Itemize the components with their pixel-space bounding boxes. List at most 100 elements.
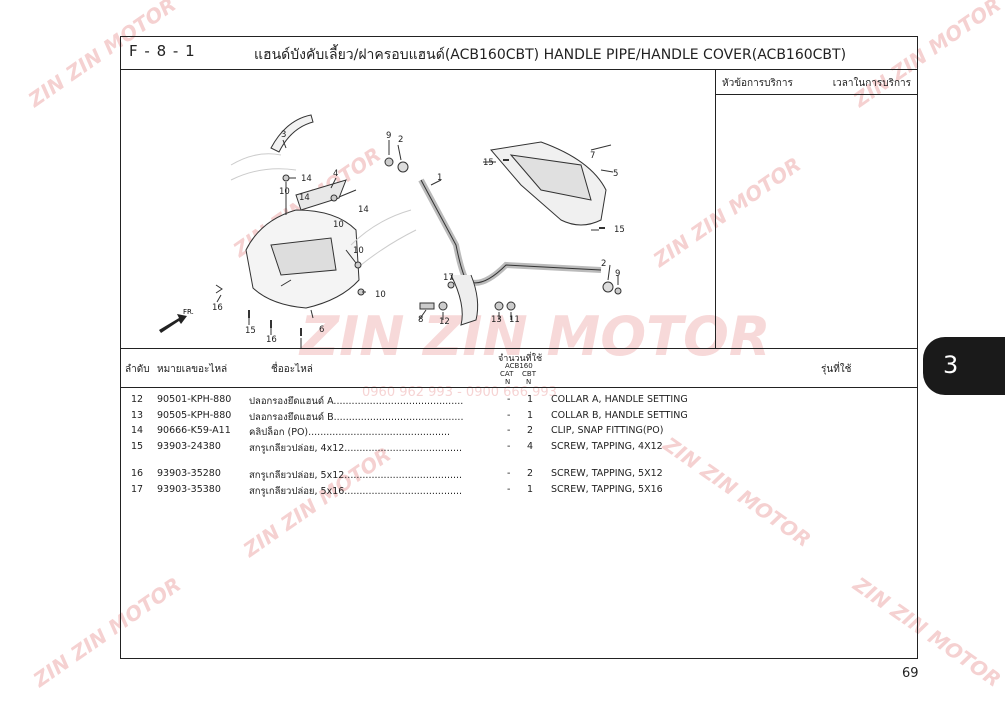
part-name-th: สกรูเกลียวปล่อย, 5x12...................… (249, 470, 463, 481)
part-qty-cat: - (507, 409, 511, 421)
front-direction-arrow (159, 314, 187, 333)
part-qty-cbt: 1 (527, 409, 534, 421)
callout-6: 6 (319, 325, 324, 335)
part-number: 90666-K59-A11 (157, 425, 231, 436)
callout-14b: 14 (358, 205, 369, 215)
callout-9-right: 9 (615, 269, 620, 279)
page-title: แฮนด์บังคับเลี้ยว/ฝาครอบแฮนด์(ACB160CBT)… (254, 47, 847, 63)
part-16-shape (215, 284, 223, 294)
part-number: 90505-KPH-880 (157, 409, 232, 421)
part-4-shape (295, 179, 347, 211)
part-name-th: สกรูเกลียวปล่อย, 5x16...................… (249, 485, 463, 497)
part-ref: 14 (131, 425, 144, 436)
part-name-en: CLIP, SNAP FITTING(PO) (551, 425, 664, 436)
callout-13: 13 (491, 315, 502, 325)
part-12-shape (438, 301, 448, 311)
header-cbt-n: N (526, 378, 532, 386)
part-qty-cat: - (507, 425, 511, 436)
callout-5: 5 (613, 169, 618, 179)
part-2-shape (397, 161, 409, 173)
service-header: หัวข้อการบริการ เวลาในการบริการ (716, 70, 917, 95)
parts-table-header: ลำดับ หมายเลขอะไหล่ ชื่ออะไหล่ จำนวนที่ใ… (121, 348, 917, 388)
callout-16: 16 (212, 303, 223, 313)
callout-14c: 14 (299, 193, 310, 203)
part-qty-cbt: 1 (527, 394, 534, 405)
hatch-lines (230, 153, 417, 266)
header-ref: ลำดับ (125, 364, 150, 375)
header-cat: CAT (500, 370, 514, 378)
callout-15b: 15 (614, 225, 625, 235)
part-ref: 17 (131, 483, 144, 495)
part-name-th: สกรูเกลียวปล่อย, 4x12...................… (249, 442, 463, 454)
part-3-shape (270, 114, 314, 153)
table-row: 17 93903-35380 สกรูเกลียวปล่อย, 5x16....… (121, 482, 917, 498)
section-code: F - 8 - 1 (129, 42, 196, 60)
part-name-th: คลิปล็อก (PO)...........................… (249, 427, 451, 438)
parts-list: 12 90501-KPH-880 ปลอกรองยึดแฮนด์ A......… (121, 392, 917, 497)
service-item-header: หัวข้อการบริการ (722, 78, 793, 89)
part-10-shape (354, 261, 362, 269)
watermark-center: ZIN ZIN MOTOR (300, 305, 771, 368)
part-qty-cat: - (507, 440, 511, 452)
part-9-shape (384, 157, 394, 167)
chapter-tab[interactable]: 3 (923, 337, 1005, 395)
callout-11: 11 (509, 315, 520, 325)
part-qty-cat: - (507, 468, 511, 479)
part-10-shape (330, 194, 338, 202)
part-1-stem (450, 274, 479, 326)
part-qty-cbt: 4 (527, 440, 534, 452)
callout-1: 1 (437, 173, 442, 183)
group-gap (121, 454, 917, 466)
header-part-no: หมายเลขอะไหล่ (157, 364, 228, 375)
callout-10: 10 (279, 187, 290, 197)
chapter-number: 3 (943, 351, 959, 379)
part-number: 93903-24380 (157, 440, 221, 452)
callout-7: 7 (590, 151, 595, 161)
part-17-shape (447, 281, 455, 289)
part-ref: 13 (131, 409, 144, 421)
part-8-shape (419, 302, 435, 310)
part-name-th: ปลอกรองยึดแฮนด์ A.......................… (249, 396, 464, 407)
callout-16b: 16 (266, 335, 277, 345)
callout-15c: 15 (245, 326, 256, 336)
exploded-diagram: FR. 1 2 3 4 5 6 7 8 9 10 11 12 13 14 15 … (121, 70, 716, 348)
header-model: รุ่นที่ใช้ (821, 364, 852, 375)
part-qty-cat: - (507, 394, 511, 405)
part-10-shape (282, 174, 290, 182)
part-name-en: SCREW, TAPPING, 5X12 (551, 468, 663, 479)
part-ref: 16 (131, 468, 144, 479)
part-6-inner (270, 237, 337, 276)
part-qty-cbt: 1 (527, 483, 534, 495)
table-row: 14 90666-K59-A11 คลิปล็อก (PO)..........… (121, 423, 917, 439)
part-5-inner (509, 154, 592, 201)
part-name-en: COLLAR B, HANDLE SETTING (551, 409, 688, 421)
part-number: 93903-35380 (157, 483, 221, 495)
part-name-en: SCREW, TAPPING, 5X16 (551, 483, 663, 495)
callout-12: 12 (439, 317, 450, 327)
header-qty-sub: ACB160 (505, 362, 533, 370)
page-frame: F - 8 - 1 แฮนด์บังคับเลี้ยว/ฝาครอบแฮนด์(… (120, 36, 918, 659)
callout-4: 4 (333, 169, 338, 179)
page-number: 69 (902, 666, 919, 681)
diagram-drawing: FR. 1 2 3 4 5 6 7 8 9 10 11 12 13 14 15 … (159, 114, 625, 348)
part-name-th: ปลอกรองยึดแฮนด์ B.......................… (249, 411, 464, 423)
part-qty-cbt: 2 (527, 425, 534, 436)
service-time-header: เวลาในการบริการ (832, 78, 911, 89)
watermark-phone: 0960 962 993 - 0900 666 993 (362, 385, 557, 400)
header-cat-n: N (505, 378, 511, 386)
callout-8: 8 (418, 315, 423, 325)
callout-10b: 10 (333, 220, 344, 230)
callout-14: 14 (301, 174, 312, 184)
callout-15: 15 (483, 158, 494, 168)
header-qty: จำนวนที่ใช้ (498, 354, 543, 364)
part-qty-cbt: 2 (527, 468, 534, 479)
callout-10c: 10 (353, 246, 364, 256)
table-row: 16 93903-35280 สกรูเกลียวปล่อย, 5x12....… (121, 466, 917, 482)
header-name: ชื่ออะไหล่ (271, 364, 313, 375)
title-row: F - 8 - 1 แฮนด์บังคับเลี้ยว/ฝาครอบแฮนด์(… (121, 37, 917, 70)
table-row: 13 90505-KPH-880 ปลอกรองยึดแฮนด์ B......… (121, 408, 917, 424)
part-ref: 12 (131, 394, 144, 405)
callout-10d: 10 (375, 290, 386, 300)
fr-label: FR. (183, 308, 194, 316)
table-row: 15 93903-24380 สกรูเกลียวปล่อย, 4x12....… (121, 439, 917, 455)
